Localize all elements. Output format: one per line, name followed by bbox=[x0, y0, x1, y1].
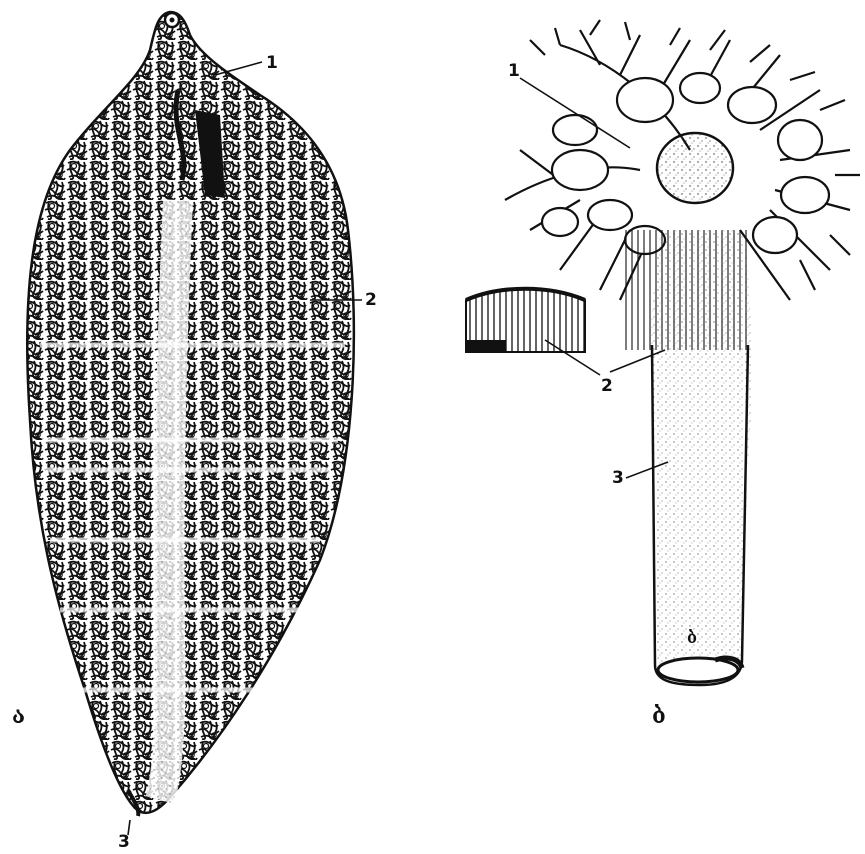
label-a-3: 3 bbox=[118, 834, 130, 851]
label-a-1: 1 bbox=[266, 55, 278, 72]
label-b-3: 3 bbox=[612, 470, 624, 487]
panel-label-b: ბ bbox=[652, 705, 666, 727]
label-b-inner: ბ bbox=[687, 630, 697, 646]
striated-zone bbox=[622, 230, 747, 350]
label-a-2: 2 bbox=[365, 292, 377, 309]
nucleus bbox=[657, 133, 733, 203]
label-b-2: 2 bbox=[601, 378, 613, 395]
organism-body-outline bbox=[27, 12, 354, 813]
panel-label-a: ა bbox=[12, 705, 25, 727]
label-b-1: 1 bbox=[508, 63, 520, 80]
panel-a-organism bbox=[27, 12, 354, 816]
tube-end bbox=[658, 658, 738, 682]
striated-fragment bbox=[466, 289, 585, 352]
